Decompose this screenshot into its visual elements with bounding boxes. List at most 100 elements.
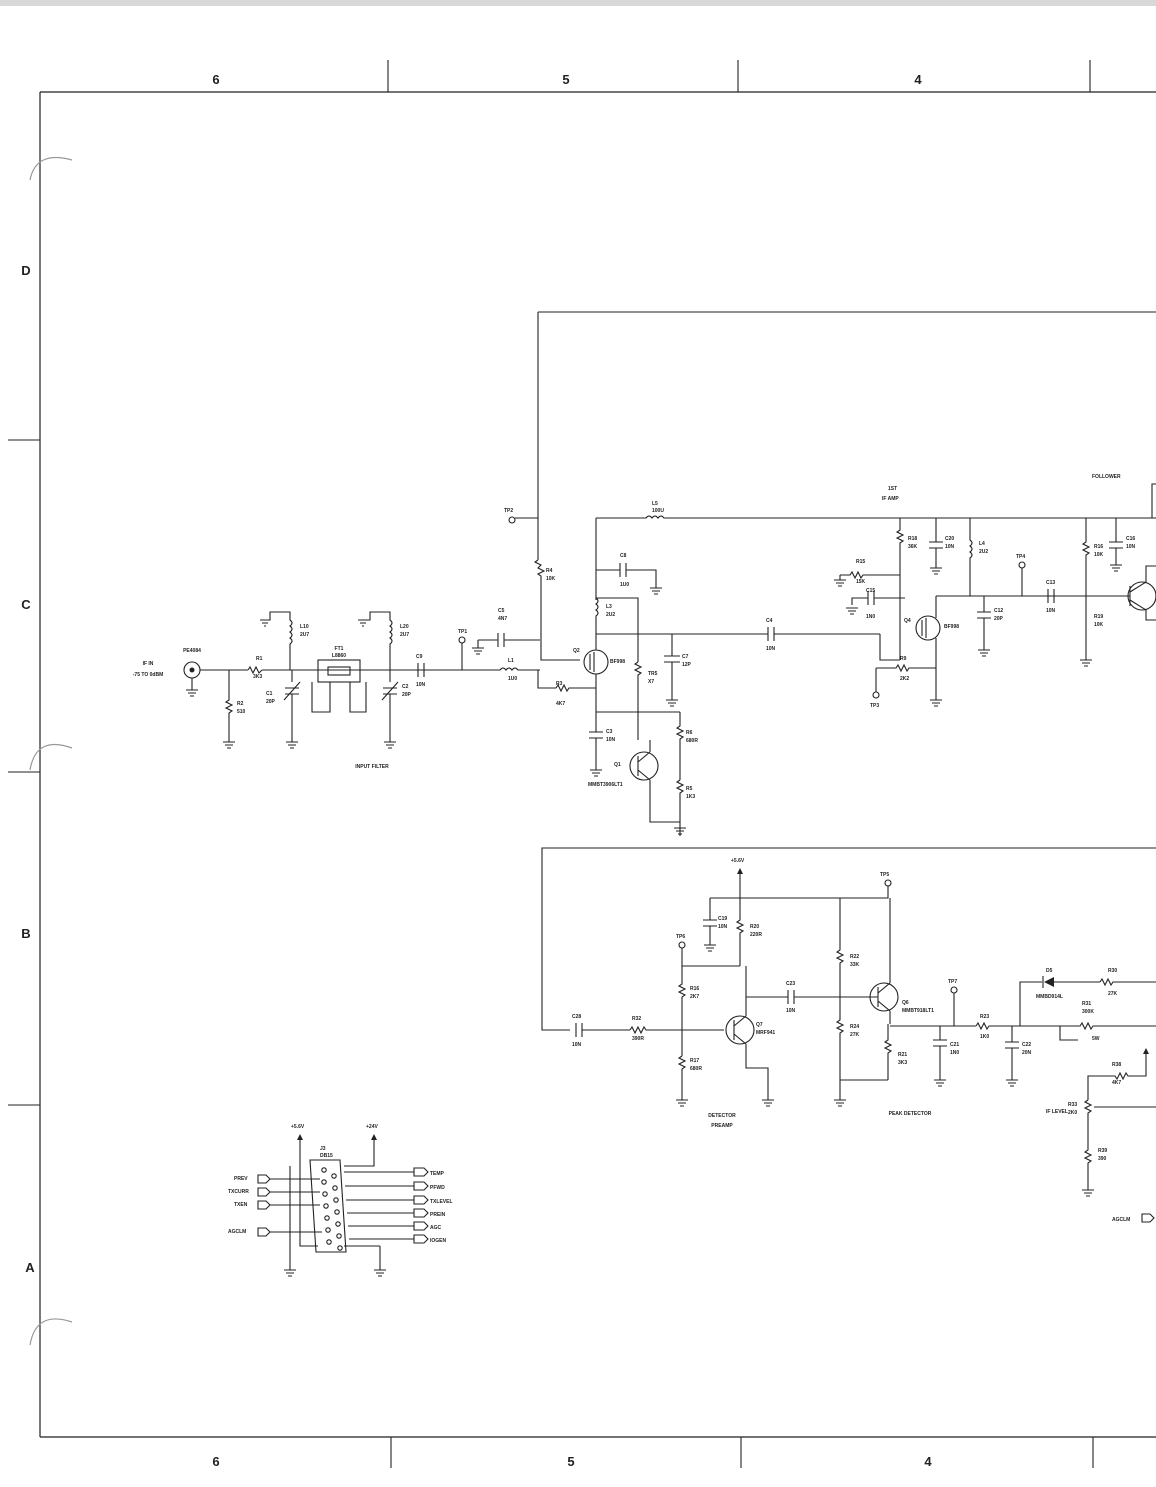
svg-text:4K7: 4K7 — [556, 701, 565, 707]
svg-text:1N0: 1N0 — [950, 1050, 959, 1056]
svg-text:12P: 12P — [682, 662, 692, 668]
svg-text:TR5: TR5 — [648, 671, 658, 677]
inductor-l20 — [362, 611, 393, 670]
svg-text:R15: R15 — [856, 559, 865, 565]
resistor-r6 — [675, 712, 685, 780]
svg-text:C21: C21 — [950, 1042, 959, 1048]
svg-text:10N: 10N — [416, 682, 426, 688]
svg-text:2U7: 2U7 — [400, 632, 409, 638]
svg-text:C23: C23 — [786, 981, 795, 987]
signal-prein: PREIN — [430, 1212, 446, 1218]
svg-text:10N: 10N — [606, 737, 616, 743]
svg-text:C7: C7 — [682, 654, 689, 660]
svg-text:2K2: 2K2 — [900, 676, 909, 682]
svg-text:4K7: 4K7 — [1112, 1080, 1121, 1086]
if-in-range-label: -75 TO 0dBM — [133, 672, 163, 678]
svg-text:10N: 10N — [718, 924, 728, 930]
resistor-r38 — [1087, 1054, 1147, 1100]
resistor-r17 — [676, 1055, 688, 1107]
follower-label: FOLLOWER — [1092, 474, 1121, 480]
resistor-r21 — [883, 1024, 893, 1080]
q2-stage: TP1 L1 1U0 C5 4N7 TP2 R4 10K R3 4K7 Q2 B… — [458, 311, 1156, 836]
supply-arrow-5v6 — [737, 868, 743, 874]
svg-text:1N0: 1N0 — [866, 614, 875, 620]
svg-text:300K: 300K — [1082, 1009, 1094, 1015]
capacitor-c9 — [417, 663, 425, 677]
svg-text:L4: L4 — [979, 541, 985, 547]
resistor-r18 — [879, 518, 905, 661]
svg-text:1K3: 1K3 — [686, 794, 695, 800]
mosfet-q4 — [915, 615, 941, 641]
resistor-r31 — [1020, 1021, 1156, 1041]
svg-text:Q2: Q2 — [573, 648, 580, 654]
svg-text:2K0: 2K0 — [1068, 1110, 1077, 1116]
svg-text:R17: R17 — [690, 1058, 699, 1064]
capacitor-c4 — [672, 627, 880, 641]
svg-text:R24: R24 — [850, 1024, 859, 1030]
test-point-tp7 — [950, 986, 958, 994]
potentiometer-r33 — [1082, 1099, 1156, 1197]
svg-text:510: 510 — [237, 709, 246, 715]
svg-text:D5: D5 — [1046, 968, 1053, 974]
svg-text:TP3: TP3 — [870, 703, 879, 709]
scan-edge — [0, 0, 1156, 6]
input-filter-label: INPUT FILTER — [355, 764, 389, 770]
svg-text:C16: C16 — [1126, 536, 1135, 542]
svg-text:TP4: TP4 — [1016, 554, 1025, 560]
svg-text:680R: 680R — [686, 738, 698, 744]
resistor-r22-r24 — [835, 898, 888, 1081]
svg-text:C19: C19 — [718, 916, 727, 922]
svg-text:C20: C20 — [945, 536, 954, 542]
svg-text:DB15: DB15 — [320, 1153, 333, 1159]
svg-text:Q1: Q1 — [614, 762, 621, 768]
svg-text:3K3: 3K3 — [898, 1060, 907, 1066]
svg-text:R20: R20 — [750, 924, 759, 930]
resistor-r32 — [629, 1025, 724, 1035]
svg-text:FT1: FT1 — [335, 646, 344, 652]
filter-ft1 — [317, 659, 361, 683]
svg-text:680R: 680R — [690, 1066, 702, 1072]
if-amp-label-2: IF AMP — [882, 496, 899, 502]
svg-text:R9: R9 — [900, 656, 907, 662]
svg-text:TP6: TP6 — [676, 934, 685, 940]
svg-text:220R: 220R — [750, 932, 762, 938]
svg-text:20N: 20N — [1022, 1050, 1032, 1056]
capacitor-c8 — [596, 563, 662, 595]
svg-text:100U: 100U — [652, 508, 664, 514]
svg-text:10K: 10K — [1094, 622, 1104, 628]
resistor-r30 — [1099, 977, 1156, 987]
col-label-6: 6 — [212, 72, 219, 87]
test-point-tp4 — [1018, 561, 1026, 569]
connector-label: PE4084 — [183, 648, 201, 654]
svg-text:20P: 20P — [266, 699, 276, 705]
svg-text:2K7: 2K7 — [690, 994, 699, 1000]
svg-text:R22: R22 — [850, 954, 859, 960]
svg-text:20P: 20P — [994, 616, 1004, 622]
signal-txen: TXEN — [234, 1202, 248, 1208]
detector-label: DETECTOR — [708, 1113, 736, 1119]
col-label-5: 5 — [562, 72, 569, 87]
transistor-q7 — [725, 1015, 755, 1045]
transistor-follower — [1127, 581, 1156, 611]
follower-stage: FOLLOWER R16 10K C16 10N R19 10K — [1054, 474, 1156, 667]
svg-text:R39: R39 — [1098, 1148, 1107, 1154]
svg-text:Q4: Q4 — [904, 618, 911, 624]
resistor-r15 — [834, 570, 900, 587]
supply-arrow-5v6-j3 — [297, 1134, 303, 1140]
svg-text:10K: 10K — [546, 576, 556, 582]
col-label-4-bottom: 4 — [924, 1454, 932, 1469]
svg-text:27K: 27K — [1108, 991, 1118, 997]
test-point-tp3 — [872, 691, 880, 699]
capacitor-c19 — [703, 897, 740, 952]
capacitor-c3 — [589, 674, 680, 777]
svg-text:2U2: 2U2 — [606, 612, 615, 618]
transistor-q1 — [629, 751, 659, 781]
test-point-tp5 — [884, 879, 892, 887]
capacitor-c23 — [746, 990, 870, 1004]
svg-text:10K: 10K — [1094, 552, 1104, 558]
svg-text:C4: C4 — [766, 618, 773, 624]
capacitor-c5 — [478, 633, 540, 647]
svg-text:L5: L5 — [652, 501, 658, 507]
svg-text:R19: R19 — [1094, 614, 1103, 620]
svg-text:15K: 15K — [856, 579, 866, 585]
